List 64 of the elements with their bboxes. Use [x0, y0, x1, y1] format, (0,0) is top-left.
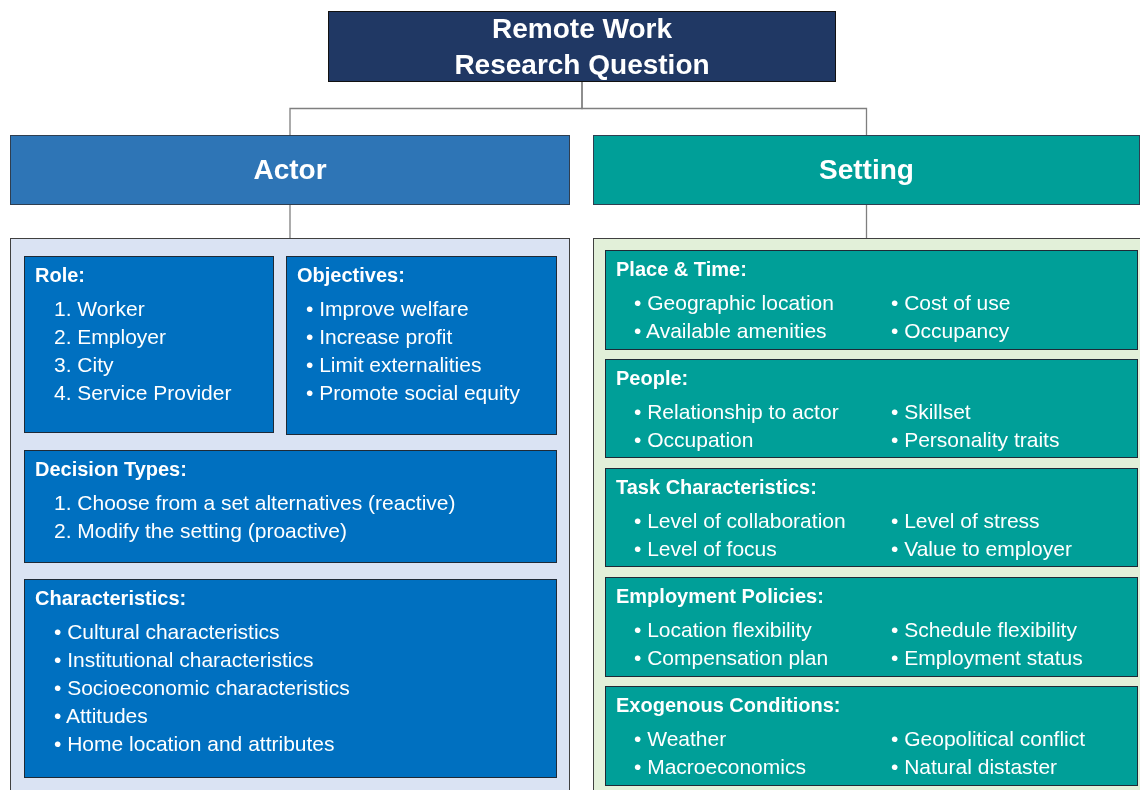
list-item: • Geopolitical conflict: [891, 726, 1086, 752]
attribute-box: [24, 256, 274, 433]
attribute-box: [605, 359, 1138, 458]
section-heading: Employment Policies:: [616, 584, 825, 608]
list-item: • Cost of use: [891, 290, 1011, 316]
list-item: • Level of focus: [634, 536, 777, 562]
connector-line: [581, 81, 868, 136]
section-heading: Objectives:: [297, 263, 406, 287]
list-item: • Macroeconomics: [634, 754, 806, 780]
section-heading: Characteristics:: [35, 586, 188, 610]
category-header: [10, 135, 570, 205]
panel-background: [593, 238, 1140, 790]
connector-line: [289, 204, 291, 239]
attribute-box: [605, 468, 1138, 567]
list-item: • Level of stress: [891, 508, 1040, 534]
list-item: • Geographic location: [634, 290, 834, 316]
list-item: 1. Choose from a set alternatives (reactive): [54, 490, 457, 516]
category-header: [593, 135, 1140, 205]
list-item: • Natural distaster: [891, 754, 1058, 780]
list-item: • Value to employer: [891, 536, 1072, 562]
list-item: • Relationship to actor: [634, 399, 839, 425]
attribute-box: [24, 450, 557, 563]
list-item: 3. City: [54, 352, 115, 378]
attribute-box: [24, 579, 557, 778]
section-heading: Role:: [35, 263, 86, 287]
attribute-box: [605, 686, 1138, 786]
node-label: Setting: [819, 153, 914, 187]
list-item: • Increase profit: [306, 324, 454, 350]
section-heading: Decision Types:: [35, 457, 188, 481]
list-item: • Occupancy: [891, 318, 1010, 344]
section-heading: Exogenous Conditions:: [616, 693, 842, 717]
list-item: 4. Service Provider: [54, 380, 233, 406]
list-item: 2. Modify the setting (proactive): [54, 518, 348, 544]
title-box: [328, 11, 836, 82]
attribute-box: [605, 250, 1138, 350]
list-item: • Personality traits: [891, 427, 1060, 453]
list-item: • Available amenities: [634, 318, 827, 344]
list-item: 1. Worker: [54, 296, 146, 322]
list-item: • Institutional characteristics: [54, 647, 315, 673]
node-label: Actor: [253, 153, 327, 187]
list-item: • Home location and attributes: [54, 731, 336, 757]
connector-line: [865, 204, 868, 239]
list-item: • Employment status: [891, 645, 1083, 671]
list-item: • Cultural characteristics: [54, 619, 281, 645]
list-item: • Limit externalities: [306, 352, 483, 378]
list-item: • Weather: [634, 726, 727, 752]
list-item: • Location flexibility: [634, 617, 812, 643]
list-item: • Skillset: [891, 399, 971, 425]
node-label: Remote Work Research Question: [453, 11, 711, 82]
list-item: • Promote social equity: [306, 380, 521, 406]
list-item: • Compensation plan: [634, 645, 829, 671]
section-heading: People:: [616, 366, 690, 390]
section-heading: Place & Time:: [616, 257, 748, 281]
attribute-box: [605, 577, 1138, 677]
attribute-box: [286, 256, 557, 435]
list-item: • Occupation: [634, 427, 754, 453]
list-item: • Attitudes: [54, 703, 149, 729]
list-item: • Schedule flexibility: [891, 617, 1077, 643]
list-item: • Socioeconomic characteristics: [54, 675, 351, 701]
section-heading: Task Characteristics:: [616, 475, 818, 499]
list-item: • Improve welfare: [306, 296, 470, 322]
list-item: • Level of collaboration: [634, 508, 846, 534]
list-item: 2. Employer: [54, 324, 168, 350]
panel-background: [10, 238, 570, 790]
